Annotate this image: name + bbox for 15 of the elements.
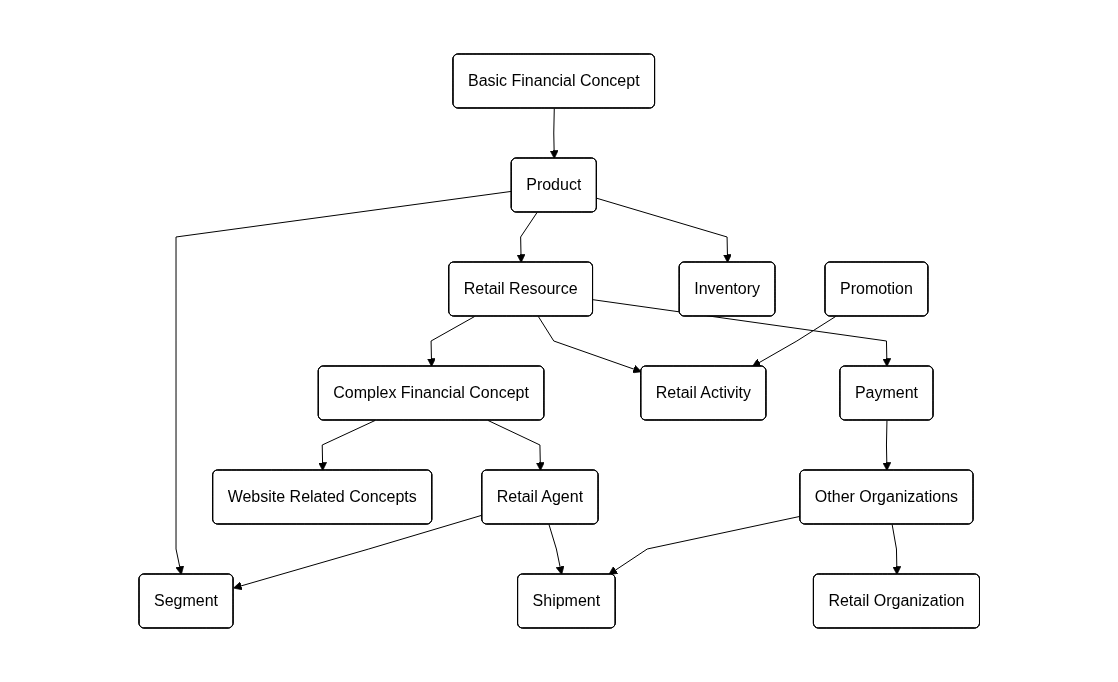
arrow	[487, 420, 545, 471]
arrow	[317, 420, 376, 471]
arrow	[596, 197, 732, 263]
arrow	[548, 524, 565, 575]
arrow	[426, 316, 475, 367]
arrow	[592, 299, 891, 367]
arrow	[537, 316, 642, 374]
arrow	[549, 108, 559, 159]
arrow	[516, 212, 538, 263]
arrow	[891, 524, 901, 575]
arrow	[608, 515, 801, 575]
arrow	[175, 190, 512, 575]
arrow	[751, 316, 836, 367]
arrow	[232, 514, 483, 591]
arrow	[882, 420, 891, 471]
